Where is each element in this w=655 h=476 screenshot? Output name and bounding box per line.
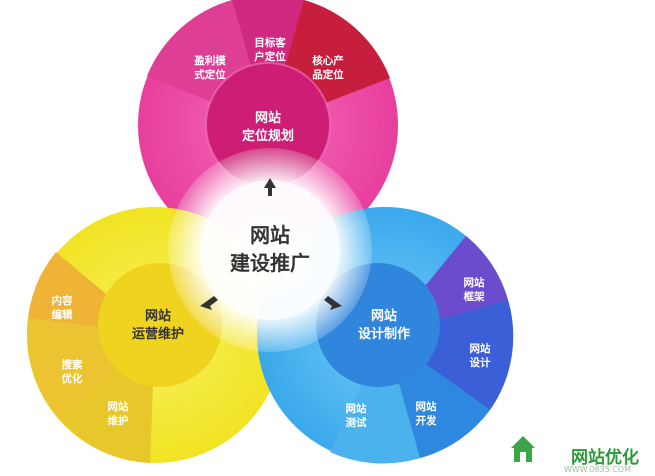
center-disc — [200, 180, 340, 320]
left-seg-2-line2: 优化 — [62, 372, 83, 385]
top-seg-2-line2: 户定位 — [253, 50, 286, 63]
arrow-down-left-icon — [200, 296, 218, 310]
right-seg-1-line2: 框架 — [464, 290, 485, 303]
arrow-down-right-icon — [324, 296, 342, 310]
top-core-line2: 定位规划 — [241, 128, 294, 144]
watermark-logo-icon — [511, 436, 535, 462]
right-seg-2-line1: 网站 — [470, 342, 491, 355]
right-seg-3-line1: 网站 — [416, 400, 437, 413]
right-seg-4-line1: 网站 — [346, 402, 367, 415]
left-core-line2: 运营维护 — [132, 326, 184, 342]
top-seg-3-line2: 品定位 — [312, 68, 344, 81]
top-core-line1: 网站 — [255, 110, 281, 126]
left-seg-1-line1: 内容 — [52, 294, 73, 307]
arrow-up-icon — [264, 178, 276, 196]
left-seg-2-line1: 搜索 — [62, 358, 83, 371]
right-seg-1-line1: 网站 — [464, 276, 485, 289]
right-seg-2-line2: 设计 — [470, 356, 491, 369]
top-seg-3-line1: 核心产 — [312, 54, 344, 67]
left-seg-3-line1: 网站 — [108, 400, 129, 413]
left-core-line1: 网站 — [145, 308, 171, 324]
center-line1: 网站 — [250, 223, 290, 247]
right-core-line1: 网站 — [371, 308, 397, 324]
center-line2: 建设推广 — [230, 251, 310, 275]
watermark: 网站优化 — [571, 443, 639, 468]
center-group: 网站 建设推广 — [168, 148, 372, 352]
watermark-sub: WWW.0835.COM — [563, 465, 631, 474]
right-segment-4 — [330, 335, 420, 464]
watermark-text: 网站优化 — [571, 448, 639, 468]
right-seg-3-line2: 开发 — [416, 414, 437, 427]
left-seg-1-line2: 编辑 — [52, 308, 73, 321]
top-seg-1-line1: 盈利模 — [193, 54, 226, 67]
right-seg-4-line2: 测试 — [346, 416, 367, 429]
top-seg-2-line1: 目标客 — [254, 36, 286, 49]
left-seg-3-line2: 维护 — [108, 414, 129, 427]
top-seg-1-line2: 式定位 — [194, 68, 226, 81]
right-core-line2: 设计制作 — [358, 326, 410, 342]
